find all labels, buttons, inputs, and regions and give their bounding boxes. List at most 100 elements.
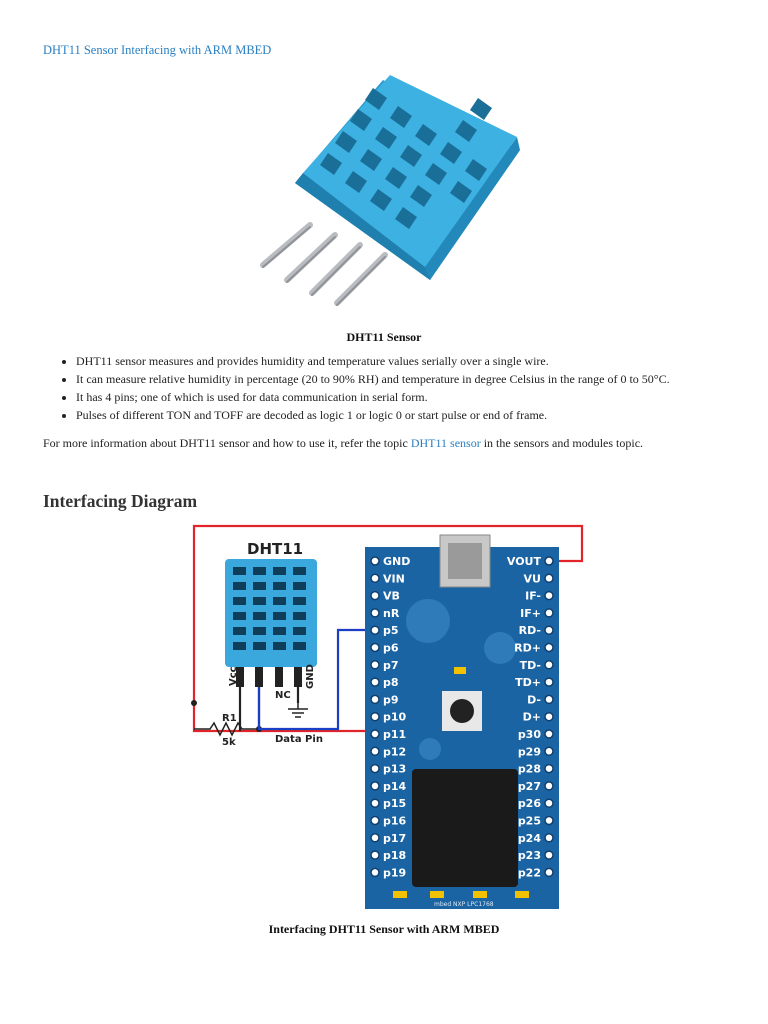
- sensor-grid-hole: [233, 627, 246, 635]
- pin-hole: [544, 833, 554, 843]
- pin-hole: [370, 850, 380, 860]
- sensor-grid-hole: [273, 597, 286, 605]
- pin-hole: [544, 711, 554, 722]
- pin-label: p17: [383, 832, 406, 845]
- pin-hole: [544, 556, 554, 566]
- sensor-label: DHT11: [247, 540, 303, 558]
- sensor-grid-hole: [233, 642, 246, 650]
- pin-hole: [544, 763, 554, 774]
- dht11-sensor-photo: [260, 75, 520, 306]
- pin-hole: [370, 833, 380, 843]
- pin-hole: [370, 815, 380, 826]
- sensor-grid-hole: [273, 582, 286, 590]
- pin-hole: [370, 642, 380, 653]
- interfacing-diagram: DHT11 Vcc NC GND R1 5k Data Pin: [191, 524, 584, 909]
- pin-label: p14: [383, 780, 407, 793]
- pin-label: p19: [383, 866, 406, 879]
- sensor-grid-hole: [253, 612, 266, 620]
- pin-hole: [544, 608, 554, 618]
- sensor-grid-hole: [273, 567, 286, 575]
- pin-hole: [544, 798, 554, 808]
- pin-label: p7: [383, 659, 399, 672]
- pin-label: p6: [383, 642, 399, 655]
- sensor-grid-hole: [253, 627, 266, 635]
- pin-hole: [370, 729, 380, 739]
- top-link[interactable]: DHT11 Sensor Interfacing with ARM MBED: [43, 43, 272, 57]
- pin-label: p24: [518, 832, 542, 845]
- pin-hole: [370, 573, 380, 584]
- figure-caption: Interfacing DHT11 Sensor with ARM MBED: [268, 922, 500, 936]
- pin-label: p5: [383, 624, 399, 637]
- pin-label: p15: [383, 797, 406, 810]
- info-paragraph: For more information about DHT11 sensor …: [43, 434, 743, 452]
- pin-label: VU: [524, 572, 541, 585]
- sensor-grid-hole: [253, 582, 266, 590]
- resistor-name: R1: [222, 713, 237, 724]
- pin-hole: [370, 590, 380, 601]
- pin-hole: [544, 694, 554, 705]
- list-item: DHT11 sensor measures and provides humid…: [76, 352, 766, 370]
- sensor-grid-hole: [233, 597, 246, 605]
- pin-hole: [370, 711, 380, 722]
- pin-hole: [544, 729, 554, 739]
- pin-label: p28: [518, 763, 541, 776]
- pin-hole: [544, 660, 554, 670]
- pin-hole: [544, 590, 554, 601]
- pin-label: p30: [518, 728, 542, 741]
- pin-label: p12: [383, 745, 406, 758]
- pin-label: VIN: [383, 572, 405, 585]
- pin-hole: [544, 573, 554, 584]
- paragraph-text: in the sensors and modules topic.: [480, 436, 644, 450]
- pin-hole: [370, 746, 380, 757]
- dht11-sensor-link[interactable]: DHT11 sensor: [410, 436, 481, 450]
- list-item: It has 4 pins; one of which is used for …: [76, 388, 766, 406]
- sensor-grid-hole: [273, 627, 286, 635]
- pin-label: GND: [383, 555, 410, 568]
- sensor-grid-hole: [293, 582, 306, 590]
- pin-label: p25: [518, 815, 541, 828]
- pin-hole: [544, 642, 554, 653]
- pin-hole: [544, 867, 554, 878]
- sensor-grid-hole: [293, 627, 306, 635]
- feature-list: DHT11 sensor measures and provides humid…: [60, 352, 766, 424]
- pin-hole: [544, 677, 554, 687]
- pin-hole: [544, 746, 554, 757]
- pin-label: p11: [383, 728, 406, 741]
- pin-hole: [544, 625, 554, 635]
- sensor-grid-hole: [293, 612, 306, 620]
- pin-hole: [370, 867, 380, 878]
- board-label: mbed NXP LPC1768: [434, 901, 494, 908]
- pin-hole: [370, 694, 380, 705]
- pin-nc-label: NC: [275, 690, 291, 701]
- sensor-grid-hole: [233, 567, 246, 575]
- sensor-grid-hole: [273, 612, 286, 620]
- pin-hole: [544, 781, 554, 791]
- pin-hole: [370, 763, 380, 774]
- sensor-grid-hole: [253, 567, 266, 575]
- pin-label: RD+: [514, 642, 541, 655]
- sensor-grid-hole: [293, 567, 306, 575]
- resistor-value: 5k: [222, 737, 236, 748]
- sensor-grid-hole: [293, 642, 306, 650]
- pin-hole: [370, 556, 380, 566]
- figure-caption: DHT11 Sensor: [346, 330, 422, 344]
- pin-label: nR: [383, 607, 400, 620]
- pin-hole: [544, 850, 554, 860]
- pin-label: TD-: [520, 659, 541, 672]
- pin-label: VB: [383, 590, 400, 603]
- pin-label: VOUT: [507, 555, 542, 568]
- pin-vcc-label: Vcc: [228, 666, 239, 686]
- pin-gnd-label: GND: [305, 664, 316, 689]
- sensor-grid-hole: [233, 612, 246, 620]
- pin-label: p8: [383, 676, 399, 689]
- pin-hole: [370, 625, 380, 635]
- pin-hole: [544, 815, 554, 826]
- pin-label: D-: [527, 693, 541, 706]
- pin-label: p9: [383, 693, 399, 706]
- pin-label: p18: [383, 849, 406, 862]
- section-heading: Interfacing Diagram: [43, 491, 198, 511]
- pin-label: IF-: [525, 590, 541, 603]
- list-item: It can measure relative humidity in perc…: [76, 370, 766, 388]
- pin-hole: [370, 781, 380, 791]
- data-pin-label: Data Pin: [275, 734, 323, 745]
